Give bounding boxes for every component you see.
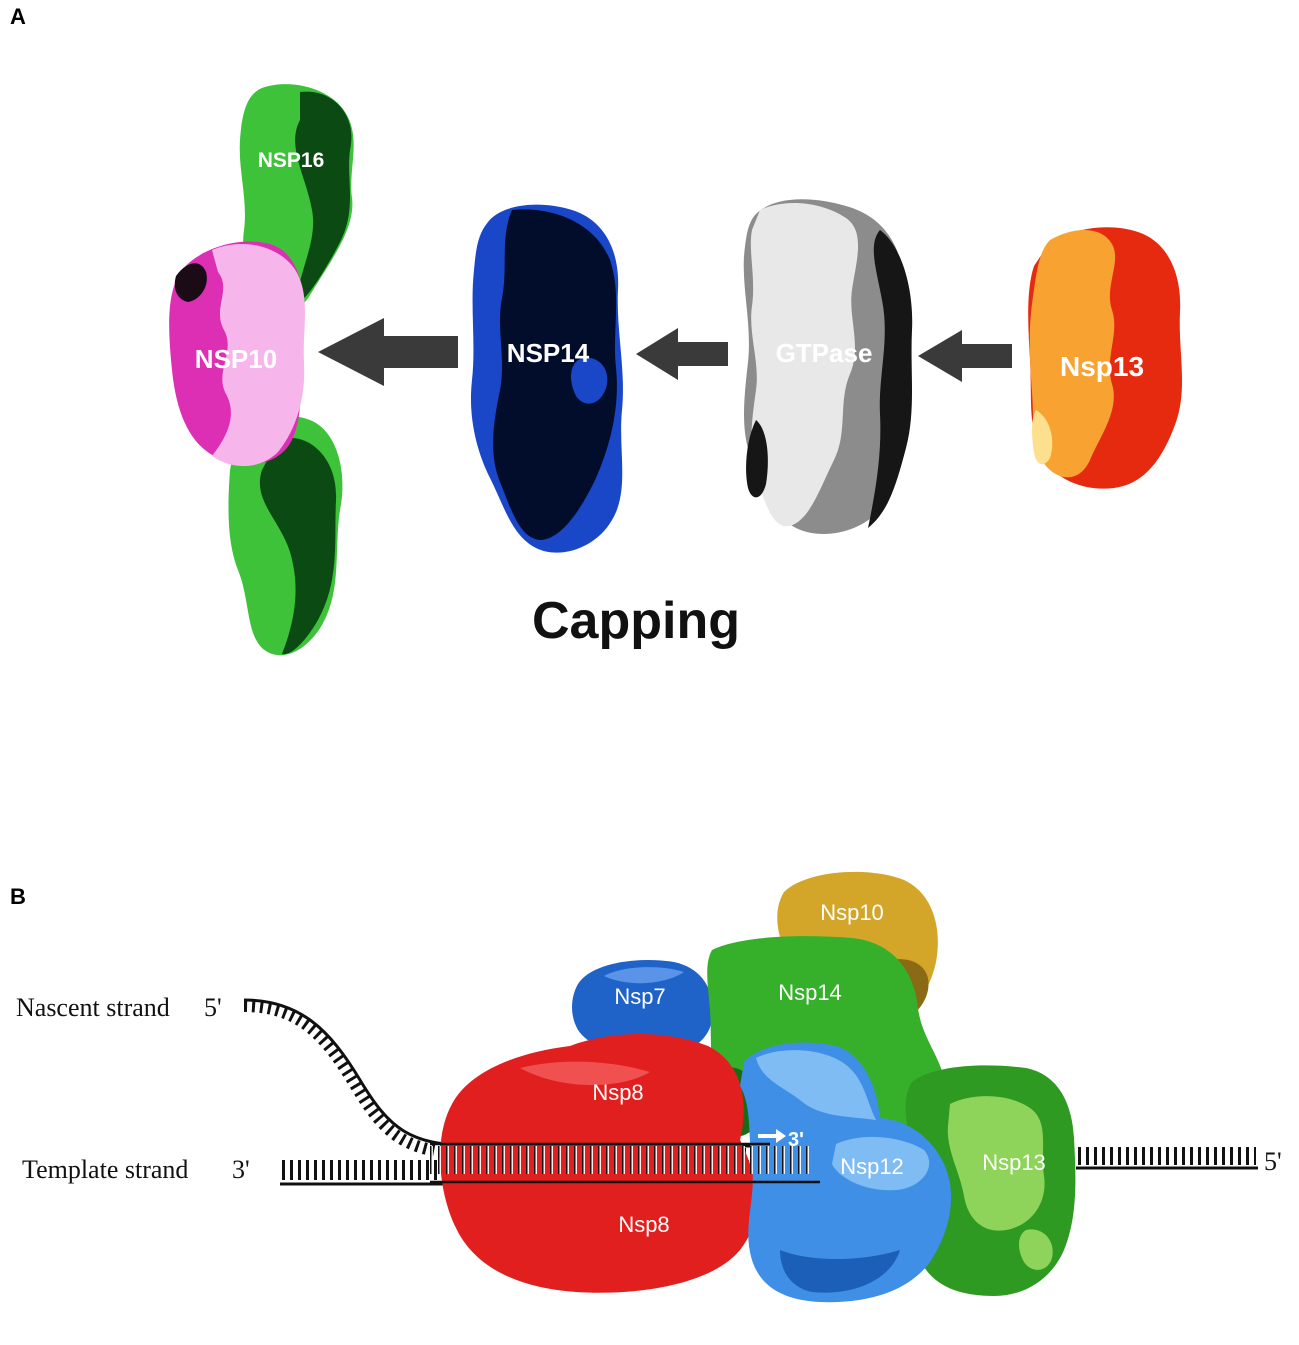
nsp7-subunit-label: Nsp7 bbox=[614, 984, 665, 1009]
gtpase-label: GTPase bbox=[776, 338, 873, 368]
nsp12-subunit-highlight bbox=[832, 1136, 930, 1191]
nsp10-shape: NSP10 bbox=[169, 241, 305, 467]
nsp7-subunit-body bbox=[572, 960, 713, 1056]
nsp14-shape: NSP14 bbox=[470, 204, 623, 553]
nascent-strand-label: Nascent strand bbox=[16, 993, 170, 1022]
nsp16-top-shadow bbox=[295, 91, 352, 305]
nsp13-light-body bbox=[1029, 229, 1116, 478]
nsp12-subunit-light bbox=[756, 1050, 876, 1120]
nsp13-subunit-spot bbox=[1019, 1229, 1053, 1270]
nsp14-highlight bbox=[571, 357, 608, 404]
panel-a: NSP16 NSP10 NSP14 bbox=[169, 84, 1183, 656]
panel-a-letter: A bbox=[10, 4, 26, 29]
arrow-nsp13-to-gtpase bbox=[918, 330, 1012, 382]
nsp10-edge bbox=[174, 263, 207, 302]
template-strand-label: Template strand bbox=[22, 1155, 188, 1184]
primer-arrow bbox=[758, 1129, 786, 1143]
nsp13-subunit-light bbox=[947, 1096, 1045, 1231]
gtpase-left-edge bbox=[746, 420, 768, 498]
nsp16-label: NSP16 bbox=[258, 149, 325, 172]
capping-caption: Capping bbox=[532, 592, 740, 650]
nsp14-label: NSP14 bbox=[507, 338, 590, 368]
gtpase-shape: GTPase bbox=[743, 199, 913, 534]
nsp14-shadow bbox=[493, 209, 617, 540]
nsp7-subunit-highlight bbox=[604, 967, 684, 984]
gtpase-black-edge bbox=[868, 230, 913, 528]
template-strand-3prime: 3' bbox=[232, 1155, 250, 1184]
nsp13-subunit: Nsp13 bbox=[905, 1065, 1076, 1296]
nsp10-light-body bbox=[212, 244, 305, 467]
gtpase-light-body bbox=[750, 203, 859, 527]
template-strand-5prime: 5' bbox=[1264, 1147, 1282, 1176]
template-strand-right bbox=[1076, 1147, 1258, 1170]
nsp13-pale-edge bbox=[1032, 410, 1053, 465]
nsp8-subunit-shade bbox=[520, 1061, 650, 1086]
nsp13-subunit-label: Nsp13 bbox=[982, 1150, 1046, 1175]
arrow-nsp14-to-nsp10 bbox=[318, 318, 458, 386]
panel-b: Nascent strand 5' Template strand 3' 5' … bbox=[16, 871, 1282, 1303]
panel-b-letter: B bbox=[10, 884, 26, 909]
nsp13-shape: Nsp13 bbox=[1028, 227, 1183, 489]
primer-3prime-label: 3' bbox=[788, 1129, 804, 1151]
nsp8-bottom-label: Nsp8 bbox=[618, 1212, 669, 1237]
nascent-strand-bases bbox=[243, 1000, 760, 1160]
nsp10-label: NSP10 bbox=[195, 344, 277, 374]
nsp10-subunit-label: Nsp10 bbox=[820, 900, 884, 925]
nascent-strand-5prime: 5' bbox=[204, 993, 222, 1022]
nsp7-subunit: Nsp7 bbox=[572, 960, 713, 1056]
nsp8-top-label: Nsp8 bbox=[592, 1080, 643, 1105]
nsp13-label: Nsp13 bbox=[1060, 351, 1144, 382]
nascent-strand-backbone bbox=[243, 998, 760, 1148]
nsp12-subunit: Nsp12 bbox=[740, 1042, 952, 1303]
nsp12-subunit-label: Nsp12 bbox=[840, 1154, 904, 1179]
nsp12-subunit-shadow bbox=[780, 1250, 900, 1293]
nsp16-bottom-shadow bbox=[259, 437, 337, 655]
nsp14-subunit-label: Nsp14 bbox=[778, 980, 842, 1005]
arrow-gtpase-to-nsp14 bbox=[636, 328, 728, 380]
rna-duplex: 3' bbox=[430, 1129, 820, 1184]
